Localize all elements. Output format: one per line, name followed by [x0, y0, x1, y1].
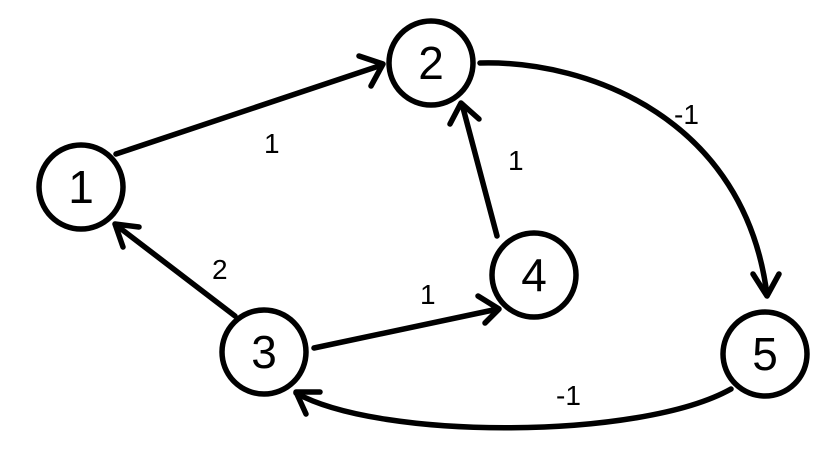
- arrowhead-icon: [112, 221, 142, 250]
- edge-line: [113, 222, 238, 319]
- edges-layer: 1 1 -1 2 1 -1: [112, 53, 782, 431]
- graph-node-5: 5: [720, 309, 810, 399]
- edge-4-to-2: 1: [447, 100, 524, 239]
- graph-node-2: 2: [386, 18, 476, 108]
- arrowhead-icon: [447, 100, 482, 127]
- node-label: 2: [418, 37, 444, 89]
- node-circle: [219, 307, 309, 397]
- edge-weight-label: 1: [264, 128, 280, 159]
- arrowhead-icon: [293, 389, 323, 417]
- node-label: 4: [521, 249, 547, 301]
- arrowhead-icon: [475, 293, 502, 326]
- node-label: 5: [752, 328, 778, 380]
- edge-line: [477, 60, 770, 298]
- nodes-layer: 1 2 3 4 5: [36, 18, 810, 399]
- node-circle: [489, 230, 579, 320]
- edge-3-to-4: 1: [311, 279, 502, 351]
- edge-5-to-3: -1: [293, 380, 734, 431]
- node-circle: [720, 309, 810, 399]
- edge-line: [113, 62, 385, 157]
- edge-line: [311, 306, 501, 351]
- edge-weight-label: 1: [508, 145, 524, 176]
- edge-3-to-1: 2: [112, 221, 238, 319]
- edge-2-to-5: -1: [477, 60, 782, 299]
- node-circle: [386, 18, 476, 108]
- graph-node-4: 4: [489, 230, 579, 320]
- edge-weight-label: 1: [420, 279, 436, 310]
- edge-1-to-2: 1: [113, 53, 386, 159]
- node-label: 3: [251, 326, 277, 378]
- edge-weight-label: -1: [674, 99, 699, 130]
- arrowhead-icon: [750, 271, 782, 299]
- graph-node-3: 3: [219, 307, 309, 397]
- node-circle: [36, 142, 126, 232]
- graph-node-1: 1: [36, 142, 126, 232]
- edge-weight-label: -1: [556, 380, 581, 411]
- edge-line: [459, 101, 500, 239]
- arrowhead-icon: [356, 53, 386, 89]
- edge-line: [293, 386, 734, 431]
- edge-weight-label: 2: [212, 254, 228, 285]
- node-label: 1: [68, 161, 94, 213]
